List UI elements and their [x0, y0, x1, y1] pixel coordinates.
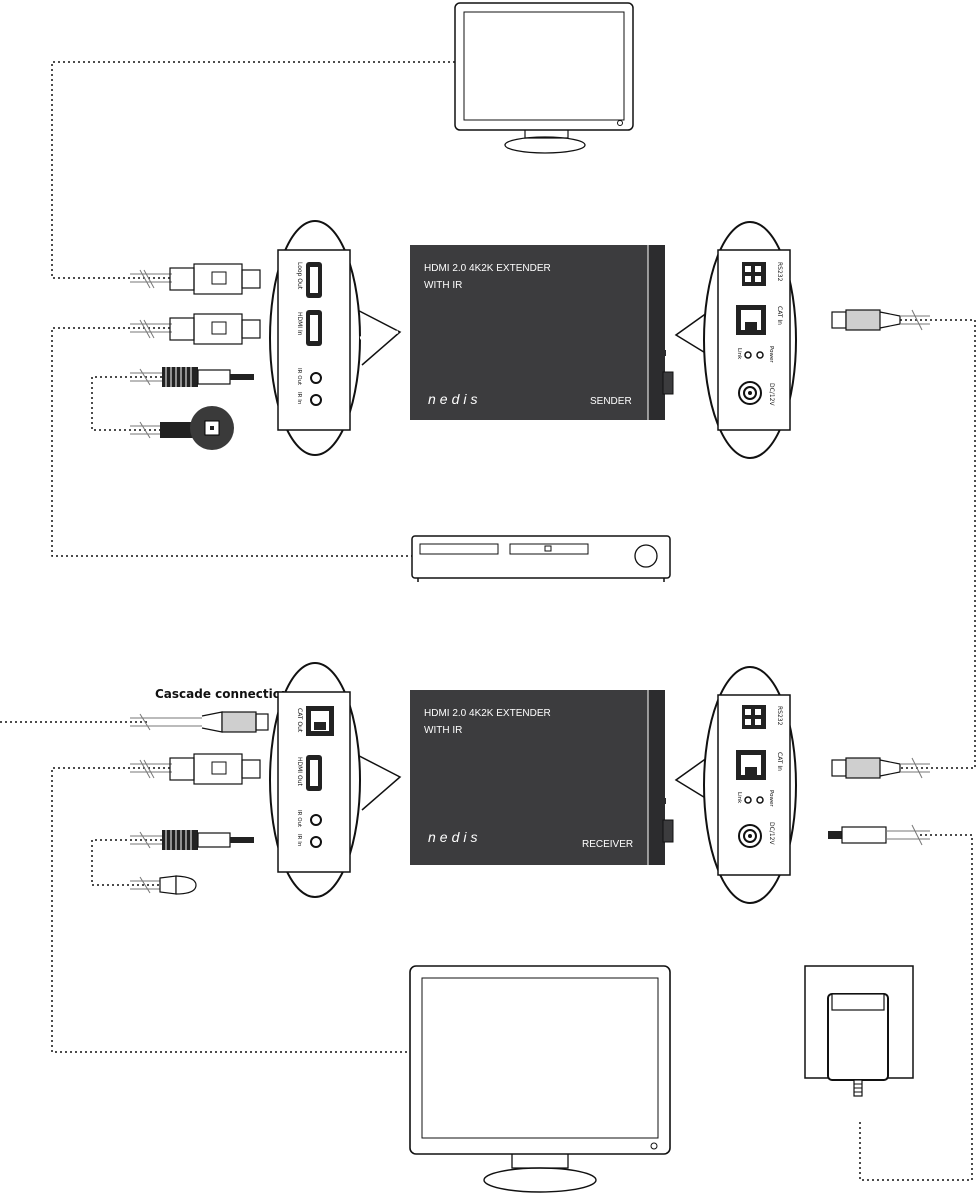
sender-right-panel-zoom: RS232 CAT In Link Power DC/12V	[674, 221, 797, 459]
sender-label: SENDER	[590, 396, 632, 407]
receiver-brand: nedis	[428, 829, 481, 845]
port-label-link: Link	[736, 792, 742, 804]
sender-brand: nedis	[428, 391, 481, 407]
sender-left-panel-zoom: Loop Out HDMI In IR Out IR In	[269, 220, 402, 456]
dc-plug-icon	[828, 824, 930, 846]
port-label-hdmi-out: HDMI Out	[296, 757, 303, 787]
ir-jack-icon	[130, 367, 254, 387]
hdmi-plug-icon	[130, 263, 261, 295]
hdmi-plug-icon	[130, 753, 261, 785]
port-label-dc-12v: DC/12V	[768, 822, 775, 845]
receiver-right-panel-zoom: RS232 CAT In Link Power DC/12V	[674, 666, 797, 904]
ir-jack-icon	[130, 830, 254, 850]
rj45-plug-icon	[831, 309, 930, 331]
port-label-ir-in: IR In	[296, 392, 302, 405]
receiver-left-panel-zoom: CAT Out HDMI Out IR Out IR In	[269, 662, 402, 898]
hdmi-plug-icon	[130, 313, 261, 345]
rj45-plug-icon	[831, 757, 930, 779]
port-label-ir-in: IR In	[296, 834, 302, 847]
port-label-hdmi-in: HDMI In	[296, 312, 303, 336]
connection-lines	[0, 61, 976, 1181]
receiver-title-line2: WITH IR	[424, 725, 462, 736]
port-label-cat-out: CAT Out	[296, 708, 303, 733]
port-label-cat-in: CAT In	[776, 752, 783, 771]
port-label-ir-out: IR Out	[296, 810, 302, 828]
port-label-rs232: RS232	[776, 262, 783, 282]
cascade-label: Cascade connection	[155, 687, 290, 701]
media-player-icon	[411, 535, 671, 582]
sender-title-line1: HDMI 2.0 4K2K EXTENDER	[424, 263, 551, 274]
receiver-title-line1: HDMI 2.0 4K2K EXTENDER	[424, 708, 551, 719]
port-label-power: Power	[768, 790, 774, 807]
receiver-label: RECEIVER	[582, 839, 633, 850]
port-label-dc-12v: DC/12V	[768, 383, 775, 406]
port-label-ir-out: IR Out	[296, 368, 302, 386]
rj45-plug-icon	[130, 711, 269, 733]
port-label-link: Link	[736, 348, 742, 360]
port-label-power: Power	[768, 346, 774, 363]
port-label-loop-out: Loop Out	[296, 262, 303, 290]
monitor-icon	[454, 2, 634, 154]
ir-receiver-icon	[130, 406, 234, 450]
port-label-rs232: RS232	[776, 706, 783, 726]
monitor-icon	[409, 965, 671, 1193]
sender-box: HDMI 2.0 4K2K EXTENDER WITH IR nedis SEN…	[410, 245, 674, 420]
port-label-cat-in: CAT In	[776, 306, 783, 325]
ir-emitter-icon	[130, 875, 197, 895]
receiver-box: HDMI 2.0 4K2K EXTENDER WITH IR nedis REC…	[410, 690, 674, 865]
power-adapter-icon	[804, 965, 914, 1097]
sender-title-line2: WITH IR	[424, 280, 462, 291]
